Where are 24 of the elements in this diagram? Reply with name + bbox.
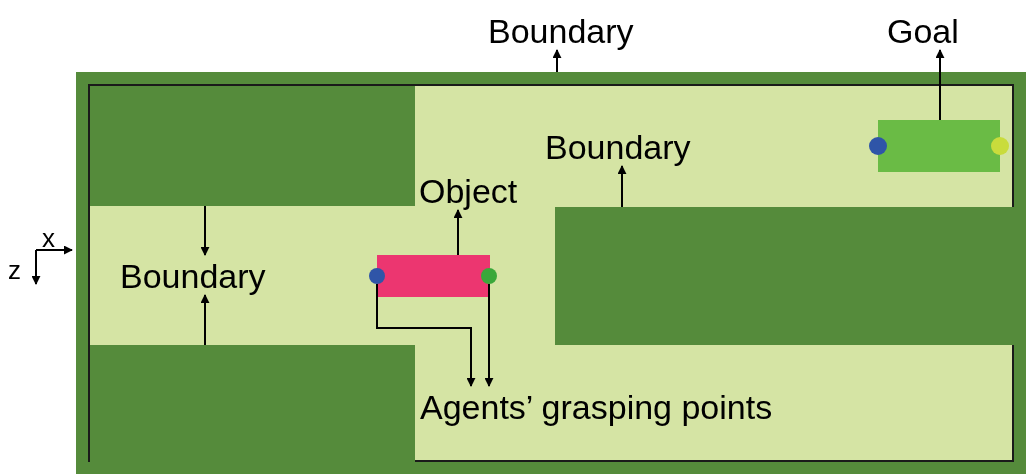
object-block bbox=[377, 255, 490, 297]
leader-line bbox=[200, 205, 210, 256]
leader-line bbox=[484, 283, 494, 387]
boundary-label: Boundary bbox=[488, 12, 634, 52]
wall-block bbox=[90, 86, 415, 206]
goal-grasp-point bbox=[869, 137, 887, 155]
axis-label: z bbox=[8, 256, 21, 284]
leader-line bbox=[453, 209, 463, 256]
goal-label: Goal bbox=[887, 12, 959, 52]
boundary-label: Boundary bbox=[120, 257, 266, 297]
object-label: Object bbox=[419, 172, 518, 212]
goal-area bbox=[878, 120, 1000, 172]
leader-line bbox=[552, 49, 562, 73]
arena-floor bbox=[76, 72, 1026, 474]
grasp-point bbox=[481, 268, 497, 284]
boundary-label: Boundary bbox=[545, 128, 691, 168]
leader-line bbox=[617, 165, 627, 208]
leader-line bbox=[935, 49, 945, 121]
grasping-points-label: Agents’ grasping points bbox=[420, 388, 773, 428]
leader-line bbox=[200, 294, 210, 346]
grasp-point bbox=[369, 268, 385, 284]
goal-grasp-point bbox=[991, 137, 1009, 155]
leader-line bbox=[376, 283, 476, 387]
axis-label: x bbox=[42, 224, 55, 252]
